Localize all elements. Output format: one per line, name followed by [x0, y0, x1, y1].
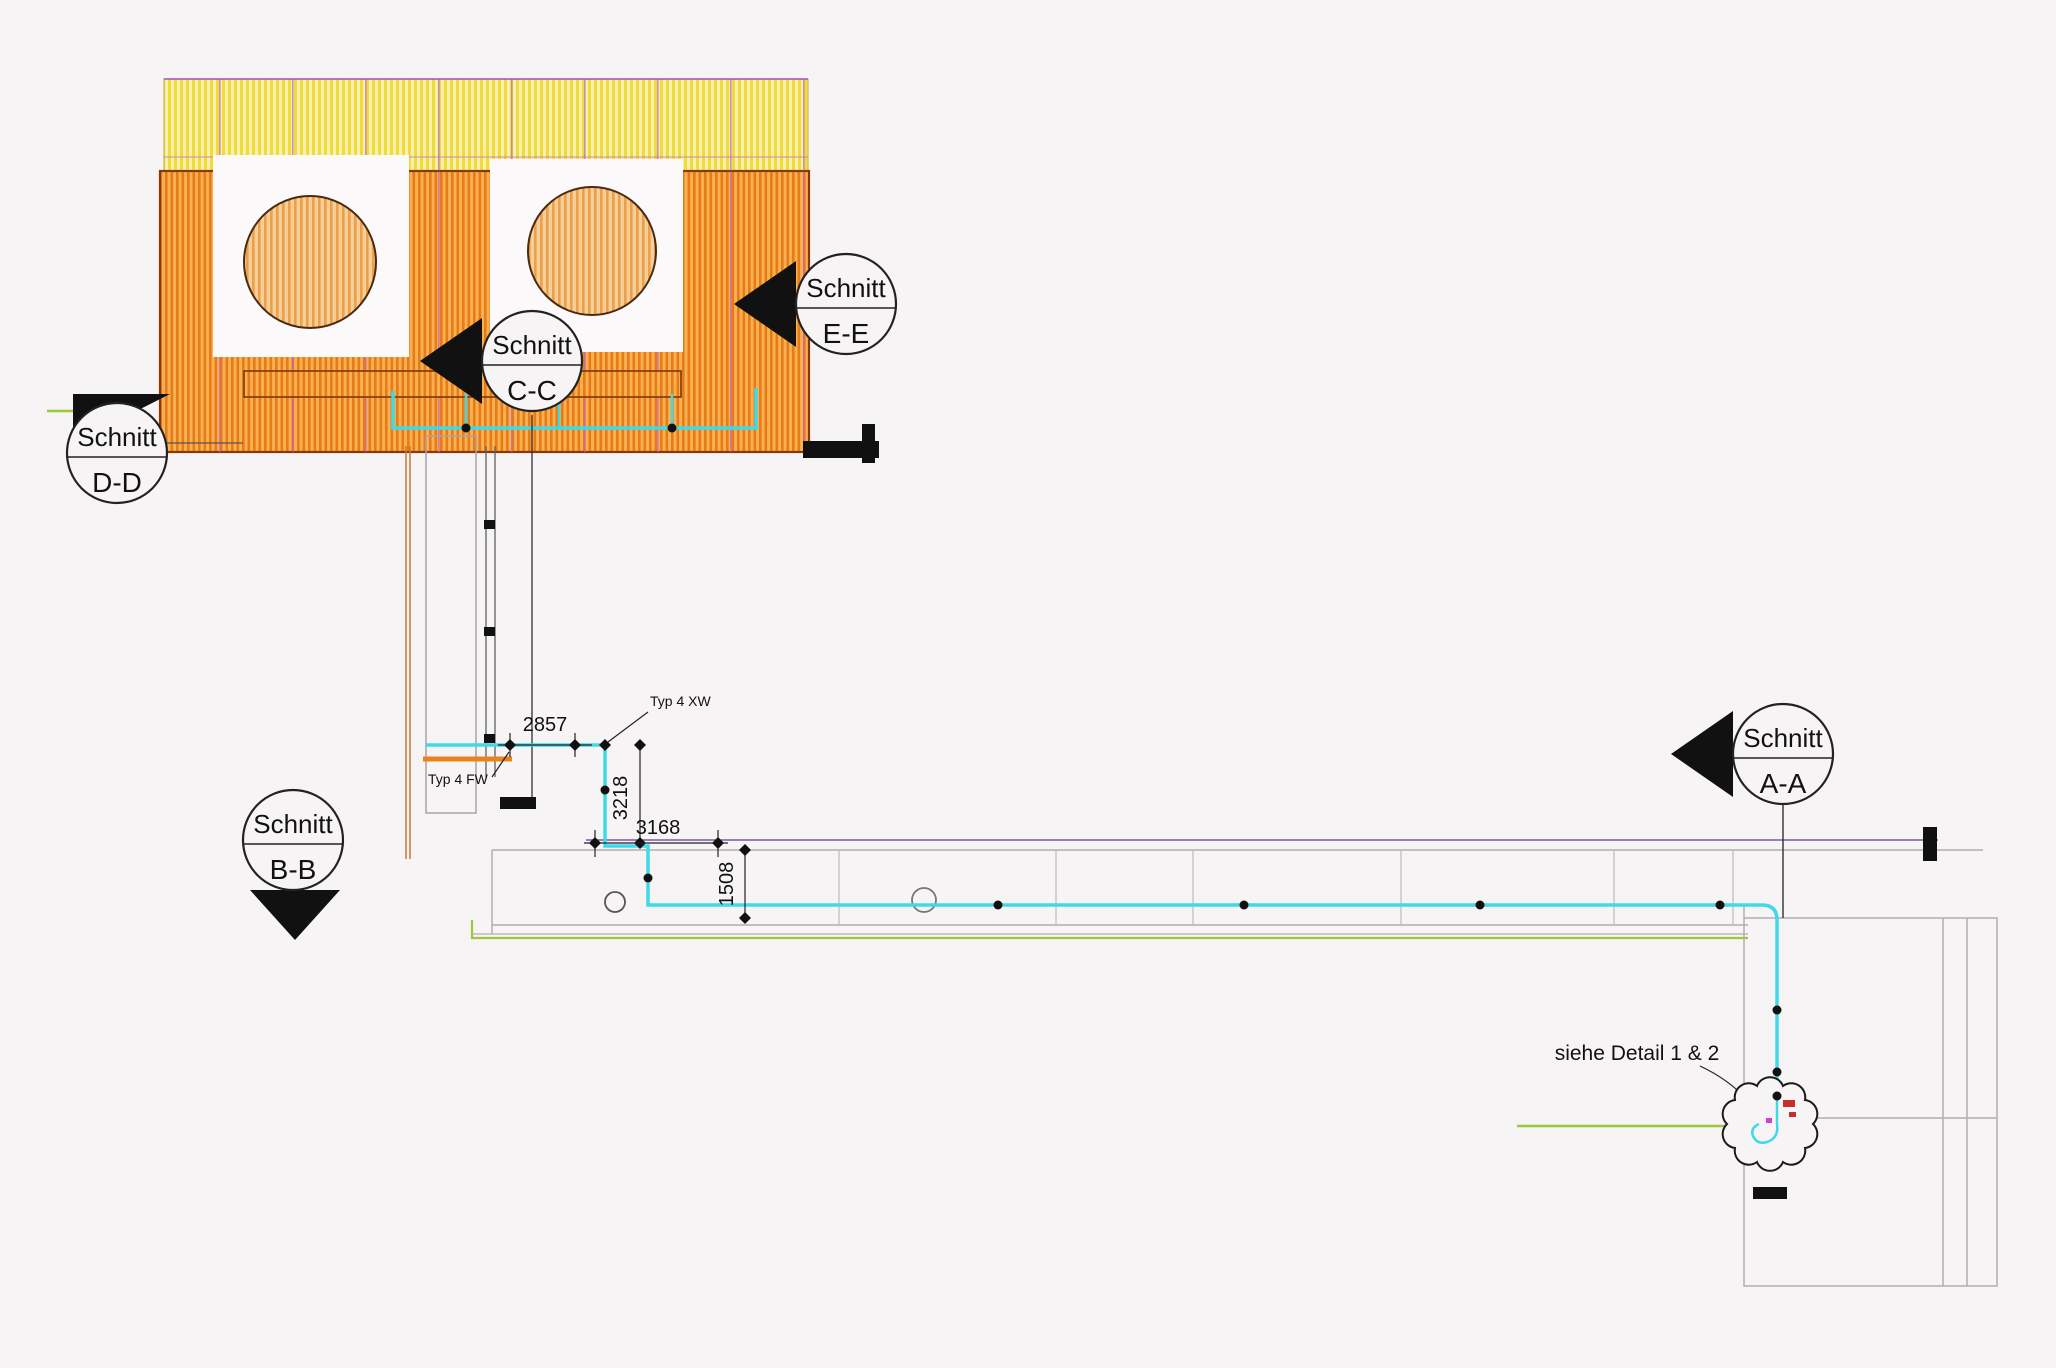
detail-fitting-magenta [1766, 1118, 1772, 1123]
dimension-3168: 3168 [584, 817, 728, 857]
section-cut-bar-bottom [1753, 1187, 1787, 1199]
floor-drain-small [604, 891, 626, 913]
right-tank-circle [527, 186, 657, 316]
dimension-3218: 3218 [610, 739, 646, 849]
label-typ4fw: Typ 4 FW [428, 771, 489, 787]
marker-bb-code: B-B [270, 854, 317, 885]
building-structure [158, 78, 811, 454]
marker-ee-code: E-E [823, 318, 870, 349]
marker-aa-code: A-A [1760, 768, 1807, 799]
dim-3168-text: 3168 [636, 817, 681, 839]
pipe-main-run [423, 743, 1782, 1112]
detail-fitting-red-2 [1789, 1112, 1796, 1117]
marker-ee-title: Schnitt [806, 273, 886, 303]
section-cut-bar-aa [1923, 827, 1937, 861]
right-wing-structure [1743, 905, 1998, 1287]
shaft-outline [425, 435, 477, 814]
marker-dd-code: D-D [92, 467, 142, 498]
section-arrow-cc-icon [420, 318, 482, 404]
left-tank-circle [243, 195, 377, 329]
vertical-shafts [405, 415, 536, 859]
marker-cc-code: C-C [507, 375, 557, 406]
section-cut-marks-ee [803, 424, 879, 463]
dim-1508-text: 1508 [716, 862, 738, 907]
detail-fitting-red [1783, 1100, 1795, 1107]
detail-note-text: siehe Detail 1 & 2 [1555, 1042, 1720, 1065]
dimension-1508: 1508 [716, 844, 751, 924]
section-cut-bar-cc [500, 797, 536, 809]
section-marker-dd: Schnitt D-D [65, 394, 243, 505]
marker-cc-title: Schnitt [492, 330, 572, 360]
section-marker-ee: Schnitt E-E [734, 252, 898, 356]
section-marker-bb: Schnitt B-B [241, 788, 345, 940]
label-typ4xw: Typ 4 XW [650, 693, 711, 709]
pipe-detail-curl [1751, 1100, 1779, 1144]
section-marker-cc: Schnitt C-C [420, 309, 584, 413]
floor-drain-large [911, 887, 937, 913]
revision-cloud [1721, 1076, 1819, 1172]
section-marker-aa: Schnitt A-A [1671, 702, 1835, 806]
section-arrow-aa-icon [1671, 711, 1733, 797]
section-arrow-bb-icon [250, 890, 340, 940]
marker-bb-title: Schnitt [253, 809, 333, 839]
pipe-type-labels: Typ 4 XW Typ 4 FW [428, 693, 711, 787]
marker-dd-title: Schnitt [77, 422, 157, 452]
marker-aa-title: Schnitt [1743, 723, 1823, 753]
section-arrow-ee-icon [734, 261, 796, 347]
dim-3218-text: 3218 [610, 776, 632, 821]
dim-2857-text: 2857 [523, 714, 568, 736]
dimension-2857: 2857 [498, 714, 611, 757]
